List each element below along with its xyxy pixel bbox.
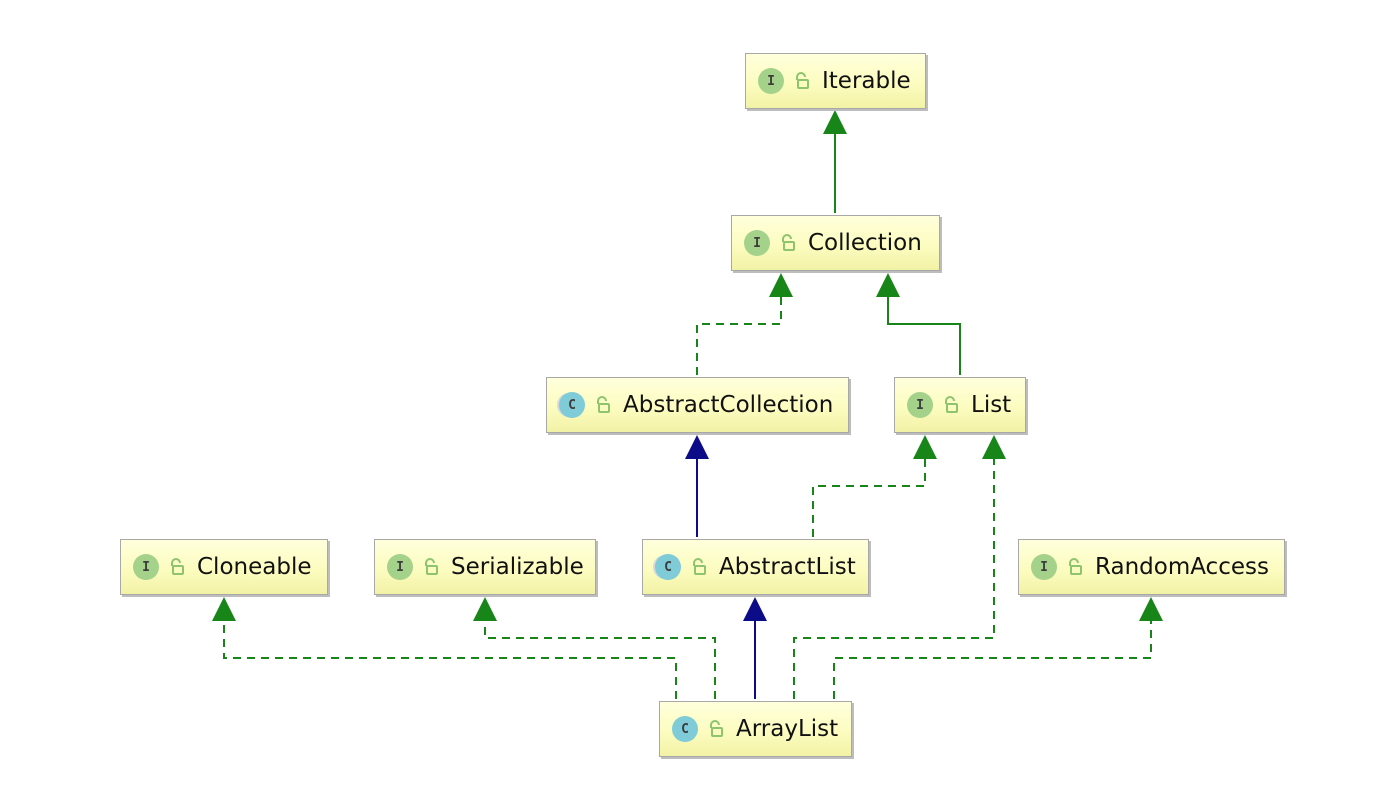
edge-array_list-to-cloneable xyxy=(223,621,677,699)
node-label: AbstractList xyxy=(719,554,856,580)
interface-icon: I xyxy=(1031,554,1057,580)
class-icon: C xyxy=(672,716,698,742)
abstract-class-icon: C xyxy=(559,392,585,418)
interface-icon: I xyxy=(758,68,784,94)
interface-icon: I xyxy=(133,554,159,580)
edge-array_list-to-serializable xyxy=(484,621,716,699)
edge-array_list-to-list xyxy=(793,459,995,699)
node-list[interactable]: I List xyxy=(894,377,1026,433)
node-label: AbstractCollection xyxy=(623,392,834,418)
edge-abstract_list-to-list xyxy=(812,459,926,537)
node-array-list[interactable]: C ArrayList xyxy=(659,701,852,757)
arrowhead-list-to-collection xyxy=(876,273,900,297)
node-random-access[interactable]: I RandomAccess xyxy=(1018,539,1285,595)
unlock-icon xyxy=(710,720,723,737)
unlock-icon xyxy=(597,396,610,413)
unlock-icon xyxy=(796,72,809,89)
arrowhead-array_list-to-serializable xyxy=(473,597,497,621)
unlock-icon xyxy=(693,558,706,575)
arrowhead-abstract_list-to-abstract_collection xyxy=(685,435,709,459)
arrowhead-abstract_list-to-list xyxy=(913,435,937,459)
node-label: Collection xyxy=(808,230,922,256)
node-label: Cloneable xyxy=(197,554,312,580)
node-iterable[interactable]: I Iterable xyxy=(745,53,926,109)
unlock-icon xyxy=(1069,558,1082,575)
edge-list-to-collection xyxy=(887,297,961,375)
arrowhead-abstract_collection-to-collection xyxy=(769,273,793,297)
interface-icon: I xyxy=(744,230,770,256)
interface-icon: I xyxy=(907,392,933,418)
arrowhead-array_list-to-cloneable xyxy=(212,597,236,621)
arrowhead-array_list-to-random_access xyxy=(1139,597,1163,621)
unlock-icon xyxy=(945,396,958,413)
node-cloneable[interactable]: I Cloneable xyxy=(120,539,328,595)
unlock-icon xyxy=(782,234,795,251)
unlock-icon xyxy=(425,558,438,575)
node-collection[interactable]: I Collection xyxy=(731,215,940,271)
node-label: Serializable xyxy=(451,554,584,580)
edge-array_list-to-random_access xyxy=(833,621,1152,699)
abstract-class-icon: C xyxy=(655,554,681,580)
arrowhead-array_list-to-list xyxy=(982,435,1006,459)
node-label: RandomAccess xyxy=(1095,554,1269,580)
node-serializable[interactable]: I Serializable xyxy=(374,539,596,595)
node-label: Iterable xyxy=(822,68,911,94)
node-label: ArrayList xyxy=(736,716,839,742)
node-label: List xyxy=(971,392,1012,418)
arrowhead-array_list-to-abstract_list xyxy=(743,597,767,621)
node-abstract-list[interactable]: C AbstractList xyxy=(642,539,869,595)
edge-abstract_collection-to-collection xyxy=(696,297,782,375)
arrowhead-collection-to-iterable xyxy=(823,110,847,134)
interface-icon: I xyxy=(387,554,413,580)
node-abstract-collection[interactable]: C AbstractCollection xyxy=(546,377,849,433)
unlock-icon xyxy=(171,558,184,575)
